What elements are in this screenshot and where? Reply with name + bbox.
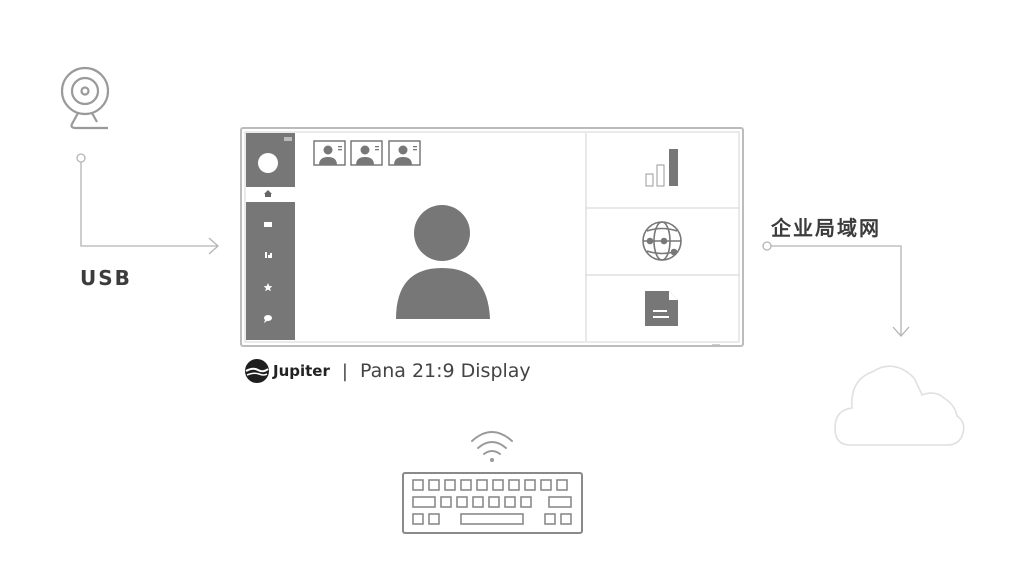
globe-icon bbox=[642, 221, 682, 261]
mail-icon bbox=[264, 222, 272, 227]
usb-connector bbox=[76, 153, 219, 255]
bar-chart-icon bbox=[645, 149, 678, 187]
lan-connector bbox=[762, 241, 910, 337]
participant-thumb-1 bbox=[313, 140, 346, 166]
jupiter-logo-icon bbox=[245, 359, 269, 383]
brand-separator: | bbox=[341, 360, 348, 382]
display-icon bbox=[240, 127, 744, 347]
webcam-icon bbox=[60, 66, 110, 130]
participant-thumbnails bbox=[313, 140, 421, 166]
document-icon bbox=[645, 291, 678, 326]
keyboard-icon bbox=[402, 472, 583, 534]
brand-row: Jupiter | Pana 21:9 Display bbox=[244, 356, 531, 386]
product-name: Pana 21:9 Display bbox=[359, 360, 531, 382]
chart-icon bbox=[265, 252, 272, 258]
star-icon bbox=[263, 283, 273, 292]
participant-thumb-2 bbox=[350, 140, 383, 166]
cloud-icon bbox=[834, 365, 965, 446]
display-right-panel bbox=[585, 133, 739, 341]
wifi-icon bbox=[471, 431, 513, 462]
participant-thumb-3 bbox=[388, 140, 421, 166]
display-sidebar bbox=[246, 133, 295, 340]
lan-label: 企业局域网 bbox=[771, 216, 881, 240]
brand-name: Jupiter bbox=[273, 362, 330, 380]
home-icon bbox=[264, 190, 272, 197]
user-icon bbox=[396, 205, 490, 319]
usb-label: USB bbox=[80, 266, 132, 290]
chat-icon bbox=[264, 315, 272, 321]
